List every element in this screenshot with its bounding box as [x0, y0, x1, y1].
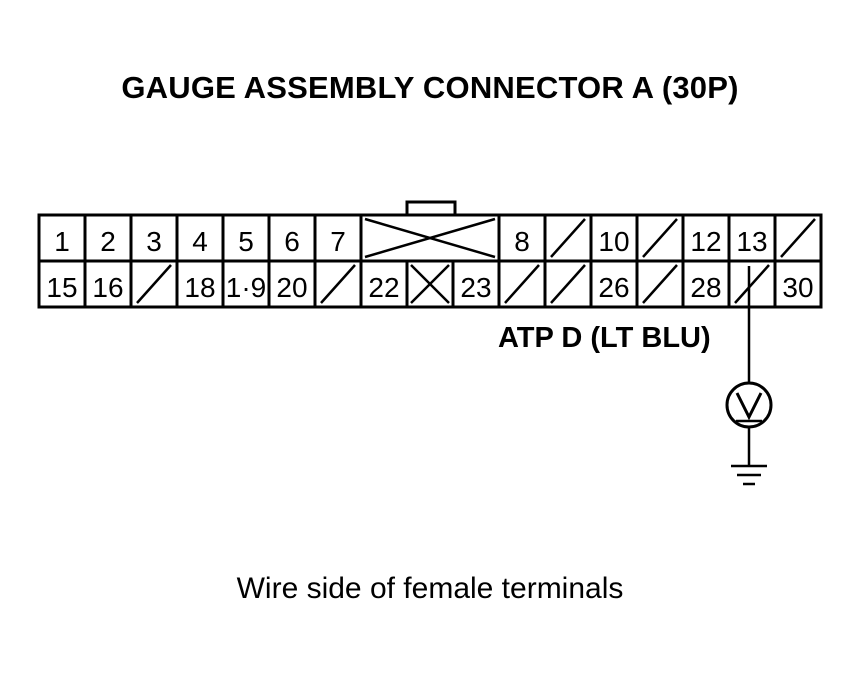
connector-cell: 3 — [146, 215, 179, 261]
connector-cell: 8 — [514, 215, 547, 261]
pin-number: 23 — [460, 272, 491, 303]
connector-cell — [550, 261, 593, 307]
pin-number: 18 — [184, 272, 215, 303]
empty-cavity-slash — [320, 264, 356, 304]
pin-number: 13 — [736, 226, 767, 257]
connector-cell: 10 — [598, 215, 639, 261]
connector-cell — [642, 261, 685, 307]
connector-cell — [550, 215, 593, 261]
empty-cavity-slash — [504, 264, 540, 304]
empty-cavity-slash — [550, 264, 586, 304]
empty-cavity-slash — [136, 264, 172, 304]
connector-cell — [136, 261, 179, 307]
locking-tab — [405, 200, 457, 215]
connector-cell: 12 — [690, 215, 731, 261]
connector-cell — [364, 215, 501, 261]
blank-cavity-cross — [410, 264, 450, 304]
connector-cell: 7 — [330, 215, 363, 261]
connector-cell — [410, 261, 455, 307]
pin-number: 7 — [330, 226, 346, 257]
connector-bottom-row: 15 16 18 1·9 20 22 23 26 28 30 — [46, 261, 814, 307]
pin-number: 16 — [92, 272, 123, 303]
pin-number: 12 — [690, 226, 721, 257]
pin-number: 20 — [276, 272, 307, 303]
wire-label: ATP D (LT BLU) — [498, 322, 711, 354]
pin-number: 6 — [284, 226, 300, 257]
empty-cavity-slash — [780, 218, 816, 258]
connector-cell: 28 — [690, 261, 731, 307]
connector-cell: 6 — [284, 215, 317, 261]
connector-cell: 4 — [192, 215, 225, 261]
connector-cell: 22 — [368, 261, 409, 307]
connector-cell — [780, 218, 816, 258]
diagram-caption: Wire side of female terminals — [236, 572, 624, 605]
pin-number: 1 — [54, 226, 70, 257]
connector-cell: 1 — [54, 215, 87, 261]
voltmeter-icon — [725, 381, 773, 429]
connector-cell: 30 — [782, 272, 813, 303]
connector-cell — [642, 215, 685, 261]
connector-cell: 13 — [736, 215, 777, 261]
connector-cell: 23 — [460, 261, 501, 307]
connector-cell: 1·9 — [226, 261, 271, 307]
connector-cell: 15 — [46, 261, 87, 307]
pin-number: 2 — [100, 226, 116, 257]
connector-cell — [320, 261, 363, 307]
connector-cell: 5 — [238, 215, 271, 261]
connector-cell: 20 — [276, 261, 317, 307]
pin-number: 22 — [368, 272, 399, 303]
pin-number: 5 — [238, 226, 254, 257]
connector-cell: 26 — [598, 261, 639, 307]
empty-cavity-slash — [642, 218, 678, 258]
pin-number: 15 — [46, 272, 77, 303]
ground-icon — [731, 464, 767, 486]
connector-cell: 16 — [92, 261, 133, 307]
pin-number: 4 — [192, 226, 208, 257]
connector-cell — [504, 261, 547, 307]
empty-cavity-slash — [734, 264, 770, 304]
pin-number: 3 — [146, 226, 162, 257]
pin-number: 10 — [598, 226, 629, 257]
connector-cell: 18 — [184, 261, 225, 307]
pin-number: 8 — [514, 226, 530, 257]
pin-number: 30 — [782, 272, 813, 303]
pin-number: 28 — [690, 272, 721, 303]
pin-number: 1·9 — [226, 272, 266, 303]
connector-cell: 2 — [100, 215, 133, 261]
connector-cell — [734, 261, 777, 307]
empty-cavity-slash — [550, 218, 586, 258]
pin-number: 26 — [598, 272, 629, 303]
blank-cavity-cross — [364, 217, 496, 259]
empty-cavity-slash — [642, 264, 678, 304]
diagram-title: GAUGE ASSEMBLY CONNECTOR A (30P) — [121, 70, 739, 105]
